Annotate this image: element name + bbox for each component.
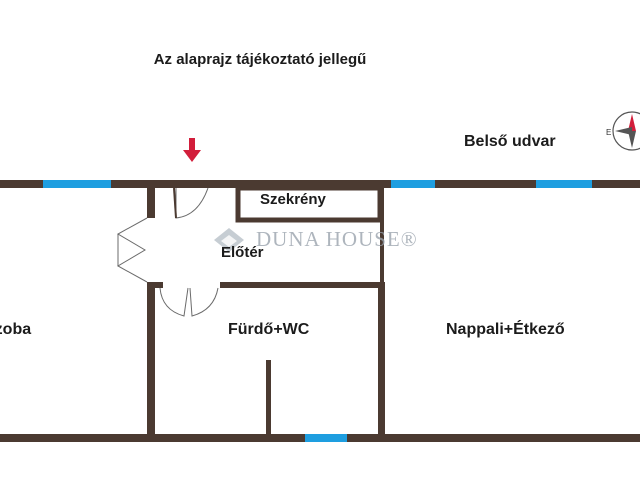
label-closet: Szekrény (260, 191, 326, 208)
label-bathroom: Fürdő+WC (228, 321, 310, 338)
plan-disclaimer: Az alaprajz tájékoztató jellegű (153, 51, 367, 68)
label-courtyard: Belső udvar (464, 133, 556, 150)
closet-box (235, 185, 383, 223)
window (305, 434, 347, 442)
door-icon (116, 217, 148, 283)
bath-partition (266, 360, 271, 436)
label-living-dining: Nappali+Étkező (446, 321, 565, 338)
compass-icon: E (606, 111, 640, 151)
label-room: Szoba (0, 321, 32, 338)
room-door (116, 217, 148, 283)
top-wall (0, 180, 640, 188)
door-icon (175, 187, 209, 219)
svg-text:E: E (606, 128, 611, 137)
window (391, 180, 435, 188)
door-icon (189, 287, 219, 317)
duna-house-logo-icon (214, 228, 244, 252)
window (536, 180, 592, 188)
label-hallway: Előtér (221, 244, 264, 261)
hall-wall-horizontal (153, 282, 163, 288)
watermark: DUNA HOUSE® (256, 227, 418, 251)
left-interior-wall-upper (147, 186, 155, 218)
window (43, 180, 111, 188)
entrance-door (173, 187, 209, 219)
hall-right-wall (380, 186, 384, 284)
bath-right-wall (378, 282, 385, 436)
entrance-arrow-icon (183, 138, 201, 162)
left-interior-wall-lower (147, 282, 155, 436)
bath-door (159, 287, 219, 317)
windows (43, 180, 592, 442)
hall-wall-horizontal-right (220, 282, 384, 288)
door-icon (159, 287, 189, 317)
